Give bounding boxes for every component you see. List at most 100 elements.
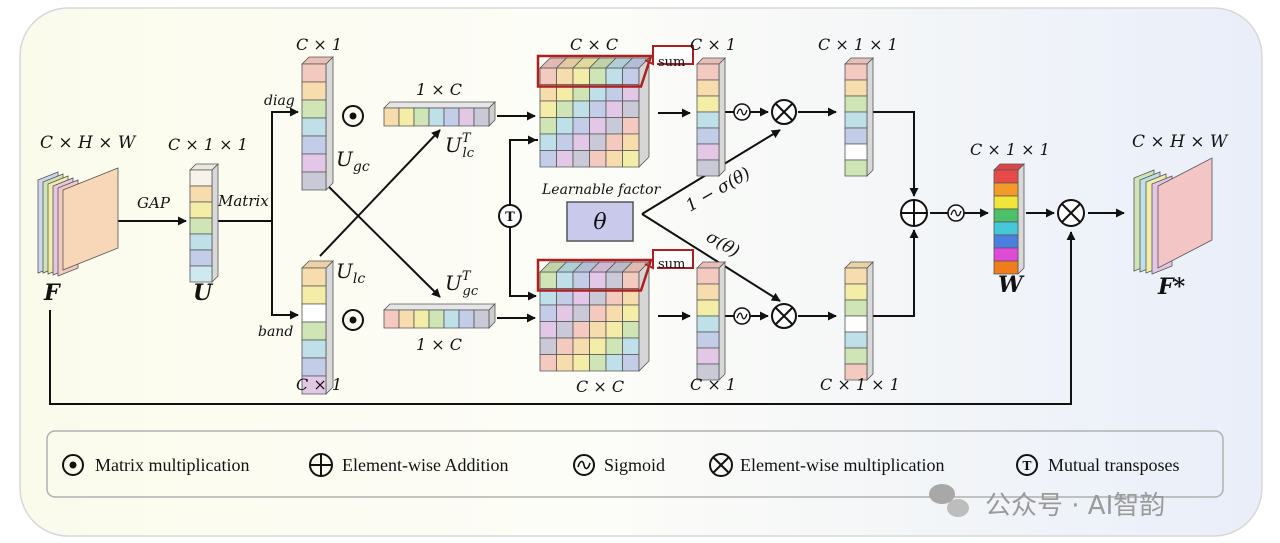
matrix-label: Matrix	[217, 192, 269, 210]
ulc-label: Ulc	[336, 259, 365, 287]
matrix-cell	[589, 150, 607, 168]
cell	[993, 260, 1019, 275]
gap-label: GAP	[137, 194, 171, 212]
cell	[844, 95, 868, 113]
cell	[696, 159, 720, 177]
cell	[696, 283, 720, 301]
matrix-cell	[589, 321, 607, 339]
matrix-cell	[556, 354, 574, 372]
w-label: W	[998, 272, 1025, 298]
cxc-matrix-top	[536, 45, 694, 168]
cxc-matrix-bottom	[536, 249, 694, 372]
cell	[993, 221, 1019, 236]
matrix-cell	[556, 304, 574, 322]
row-top-dim-label: 1 × C	[416, 80, 462, 99]
cell-side	[1017, 163, 1025, 275]
matrix-cell	[572, 271, 590, 289]
cell	[993, 208, 1019, 223]
weighted-vector-top	[844, 57, 874, 177]
cell	[301, 117, 327, 137]
matrix-cell	[622, 67, 640, 85]
matrix-cell	[556, 100, 574, 118]
cell	[696, 299, 720, 317]
mid-bottom-dim-label: C × 1	[690, 375, 736, 394]
cell	[301, 339, 327, 359]
matrix-cell	[539, 117, 557, 135]
matrix-cell	[589, 354, 607, 372]
matrix-cell	[572, 354, 590, 372]
matrix-cell	[572, 321, 590, 339]
matrix-top-dim-label: C × C	[570, 35, 618, 54]
matrix-cell	[589, 304, 607, 322]
band-label: band	[258, 324, 293, 340]
matrix-cell	[622, 321, 640, 339]
legend-matmul-icon	[62, 454, 84, 476]
legend-sigmoid-label: Sigmoid	[604, 455, 665, 475]
matrix-cell	[556, 150, 574, 168]
legend-sigmoid-icon	[573, 454, 595, 476]
cell	[696, 79, 720, 97]
matrix-cell	[605, 133, 623, 151]
elementwise-add-symbol	[900, 199, 928, 227]
cell	[696, 111, 720, 129]
theta-symbol: θ	[593, 210, 606, 235]
matrix-bottom-dim-label: C × C	[576, 377, 624, 396]
matrix-cell	[556, 271, 574, 289]
cell	[993, 169, 1019, 184]
cell	[189, 169, 213, 187]
cell-top	[383, 303, 496, 311]
cell	[413, 309, 430, 329]
w-dim-label: C × 1 × 1	[970, 140, 1050, 159]
input-f-label: F	[43, 280, 61, 306]
cell	[696, 143, 720, 161]
matrix-cell	[572, 67, 590, 85]
u-label: U	[193, 280, 214, 306]
sum-vector-top	[696, 57, 726, 177]
matrix-cell	[572, 150, 590, 168]
cell-side	[718, 261, 726, 381]
diag-label: diag	[264, 93, 295, 109]
legend-add-icon	[309, 453, 333, 477]
mid-top-dim-label: C × 1	[690, 35, 736, 54]
matrix-cell	[605, 354, 623, 372]
cell	[383, 309, 400, 329]
matrix-cell	[605, 337, 623, 355]
matrix-cell	[622, 133, 640, 151]
input-dim-label: C × H × W	[40, 133, 137, 153]
sigmoid-symbol-top	[733, 103, 751, 121]
legend-matmul-label: Matrix multiplication	[95, 455, 249, 475]
legend-transpose-label: Mutual transposes	[1048, 455, 1179, 475]
legend-box	[46, 430, 1224, 498]
matrix-cell	[589, 117, 607, 135]
elementwise-mult-top	[771, 99, 797, 125]
cell	[844, 159, 868, 177]
cell	[844, 127, 868, 145]
cell	[993, 195, 1019, 210]
input-feature-stack	[37, 167, 119, 277]
matrix-cell	[556, 337, 574, 355]
cell	[844, 283, 868, 301]
matrix-cell	[605, 67, 623, 85]
u-channel-vector	[189, 163, 219, 283]
cell	[189, 249, 213, 267]
cell-side	[866, 57, 874, 177]
matrix-cell	[539, 304, 557, 322]
u-dim-label: C × 1 × 1	[168, 135, 248, 154]
right-top-dim-label: C × 1 × 1	[818, 35, 898, 54]
matrix-cell	[556, 67, 574, 85]
cell	[189, 233, 213, 251]
matrix-cell	[605, 150, 623, 168]
sum-tab	[644, 45, 694, 66]
sum-highlight-box	[536, 258, 653, 292]
weighted-vector-bottom	[844, 261, 874, 381]
matrix-cell	[589, 133, 607, 151]
matrix-cell	[622, 354, 640, 372]
matrix-cell	[622, 100, 640, 118]
matrix-cell	[622, 117, 640, 135]
cell	[413, 107, 430, 127]
matrix-cell	[622, 150, 640, 168]
matrix-cell	[539, 321, 557, 339]
matrix-cell	[539, 133, 557, 151]
cell	[844, 363, 868, 381]
cell-side	[866, 261, 874, 381]
